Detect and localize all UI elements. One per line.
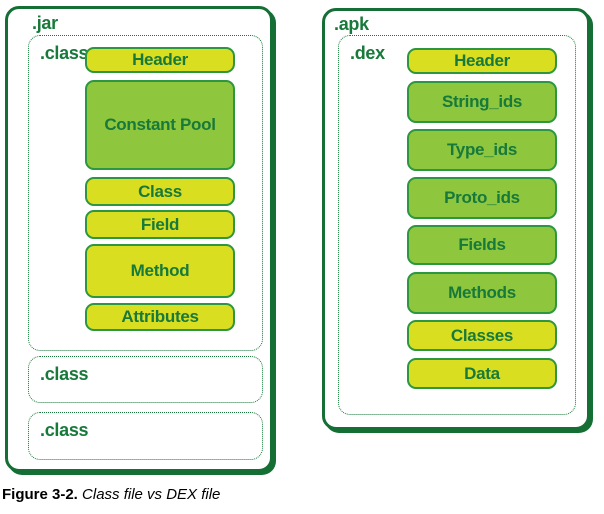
class-label: .class bbox=[40, 364, 89, 384]
class-label: .class bbox=[40, 420, 89, 440]
block-proto-ids: Proto_ids bbox=[407, 177, 557, 219]
dex-label: .dex bbox=[350, 43, 385, 63]
block-constant-pool: Constant Pool bbox=[85, 80, 235, 170]
dex-structure-stack: Header String_ids Type_ids Proto_ids Fie… bbox=[407, 48, 557, 389]
block-attributes: Attributes bbox=[85, 303, 235, 331]
block-data: Data bbox=[407, 358, 557, 389]
block-methods: Methods bbox=[407, 272, 557, 314]
block-class: Class bbox=[85, 177, 235, 206]
figure-number: Figure 3-2. bbox=[2, 486, 78, 503]
jar-container: .jar .class Header Constant Pool Class F… bbox=[5, 6, 273, 472]
class-file-box-collapsed-1: .class bbox=[28, 356, 263, 403]
apk-label: .apk bbox=[334, 14, 369, 34]
block-method: Method bbox=[85, 244, 235, 298]
block-classes: Classes bbox=[407, 320, 557, 351]
figure-title: Class file vs DEX file bbox=[82, 486, 221, 503]
block-type-ids: Type_ids bbox=[407, 129, 557, 171]
class-file-box-expanded: .class Header Constant Pool Class Field … bbox=[28, 35, 263, 351]
dex-file-box: .dex Header String_ids Type_ids Proto_id… bbox=[338, 35, 576, 415]
block-header: Header bbox=[407, 48, 557, 74]
block-fields: Fields bbox=[407, 225, 557, 265]
block-string-ids: String_ids bbox=[407, 81, 557, 123]
block-header: Header bbox=[85, 47, 235, 73]
figure-caption: Figure 3-2. Class file vs DEX file bbox=[2, 486, 220, 503]
jar-label: .jar bbox=[32, 13, 58, 33]
class-file-box-collapsed-2: .class bbox=[28, 412, 263, 460]
apk-container: .apk .dex Header String_ids Type_ids Pro… bbox=[322, 8, 590, 430]
class-label: .class bbox=[40, 43, 89, 63]
block-field: Field bbox=[85, 210, 235, 239]
class-structure-stack: Header Constant Pool Class Field Method … bbox=[85, 47, 235, 331]
